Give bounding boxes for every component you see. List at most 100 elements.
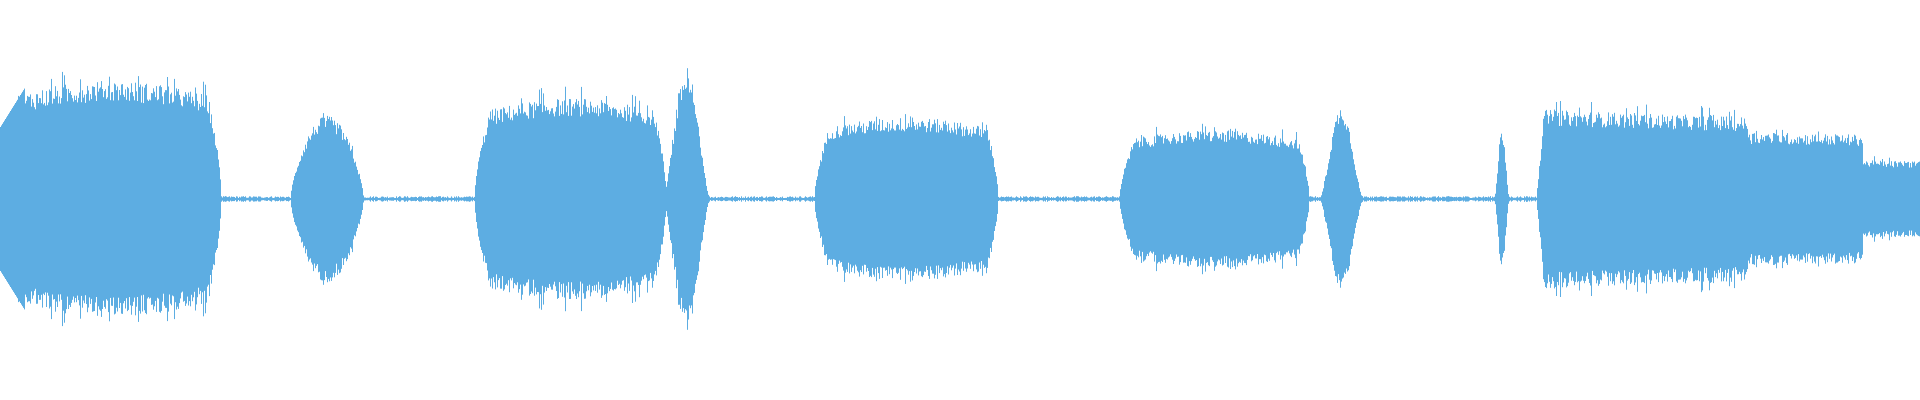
waveform-sample bbox=[1398, 196, 1399, 202]
waveform-sample bbox=[1701, 106, 1702, 293]
waveform-sample bbox=[1811, 142, 1812, 256]
waveform-sample bbox=[1431, 197, 1432, 201]
waveform-sample bbox=[709, 196, 710, 202]
waveform-sample bbox=[833, 138, 834, 260]
waveform-sample bbox=[1853, 140, 1854, 258]
waveform-sample bbox=[1662, 114, 1663, 284]
waveform-sample bbox=[1067, 197, 1068, 201]
waveform-sample bbox=[851, 126, 852, 272]
waveform-sample bbox=[1211, 141, 1212, 257]
waveform-sample bbox=[1186, 140, 1187, 258]
waveform-sample bbox=[777, 197, 778, 201]
waveform-sample bbox=[1095, 197, 1096, 200]
waveform-sample bbox=[1542, 136, 1543, 262]
waveform-sample bbox=[314, 134, 315, 264]
waveform-sample bbox=[458, 196, 459, 202]
waveform-sample bbox=[1705, 124, 1706, 274]
waveform-sample bbox=[1342, 119, 1343, 279]
waveform-sample bbox=[1224, 141, 1225, 257]
waveform-sample bbox=[486, 134, 487, 264]
waveform-sample bbox=[540, 103, 541, 295]
waveform-sample bbox=[1886, 166, 1887, 232]
waveform-sample bbox=[1309, 196, 1310, 202]
waveform-sample bbox=[1287, 145, 1288, 253]
waveform-sample bbox=[146, 83, 147, 315]
waveform-sample bbox=[1192, 139, 1193, 259]
waveform-sample bbox=[1667, 116, 1668, 282]
waveform-sample bbox=[787, 196, 788, 201]
waveform-sample bbox=[12, 107, 13, 291]
waveform-sample bbox=[417, 198, 418, 200]
waveform-sample bbox=[889, 123, 890, 275]
waveform-sample bbox=[247, 197, 248, 201]
waveform-sample bbox=[829, 139, 830, 259]
waveform-sample bbox=[695, 114, 696, 284]
waveform-sample bbox=[1229, 139, 1230, 259]
waveform-sample bbox=[1454, 197, 1455, 202]
waveform-sample bbox=[419, 196, 420, 202]
waveform-sample bbox=[404, 196, 405, 202]
waveform-sample bbox=[1339, 118, 1340, 281]
waveform-sample bbox=[981, 137, 982, 261]
waveform-sample bbox=[139, 87, 140, 311]
waveform-sample bbox=[941, 127, 942, 271]
waveform-sample bbox=[1897, 166, 1898, 232]
waveform-sample bbox=[1444, 196, 1445, 202]
waveform-sample bbox=[1746, 126, 1747, 272]
waveform-sample bbox=[1571, 117, 1572, 281]
waveform-sample bbox=[779, 197, 780, 201]
waveform-sample bbox=[803, 198, 804, 200]
waveform-sample bbox=[594, 112, 595, 286]
waveform-sample bbox=[1118, 197, 1119, 201]
waveform-sample bbox=[842, 131, 843, 267]
waveform-sample bbox=[1049, 197, 1050, 201]
waveform-sample bbox=[711, 197, 712, 201]
waveform-sample bbox=[1680, 118, 1681, 280]
waveform-sample bbox=[1724, 120, 1725, 278]
waveform-sample bbox=[232, 196, 233, 202]
waveform-sample bbox=[141, 102, 142, 296]
waveform-sample bbox=[108, 85, 109, 313]
waveform-sample bbox=[1877, 163, 1878, 235]
waveform-sample bbox=[143, 103, 144, 295]
waveform-sample bbox=[1663, 122, 1664, 276]
waveform-sample bbox=[461, 197, 462, 201]
waveform-sample bbox=[1272, 141, 1273, 257]
waveform-sample bbox=[1351, 148, 1352, 249]
waveform-sample bbox=[1243, 137, 1244, 261]
waveform-sample bbox=[541, 88, 542, 310]
waveform-sample bbox=[63, 87, 64, 311]
waveform-sample bbox=[406, 197, 407, 201]
waveform-sample bbox=[248, 197, 249, 201]
waveform-sample bbox=[450, 197, 451, 201]
waveform-sample bbox=[358, 174, 359, 224]
waveform-sample bbox=[156, 86, 157, 312]
waveform-sample bbox=[1094, 196, 1095, 202]
waveform-sample bbox=[1327, 169, 1328, 229]
waveform-sample bbox=[1550, 110, 1551, 288]
waveform-sample bbox=[1482, 197, 1483, 201]
waveform-sample bbox=[1594, 122, 1595, 276]
waveform-sample bbox=[1544, 116, 1545, 283]
waveform-sample bbox=[479, 157, 480, 241]
waveform-sample bbox=[1012, 197, 1013, 201]
waveform-sample bbox=[193, 100, 194, 298]
waveform-sample bbox=[1583, 117, 1584, 281]
waveform-sample bbox=[1595, 121, 1596, 277]
waveform-sample bbox=[1433, 196, 1434, 202]
waveform-sample bbox=[327, 115, 328, 283]
waveform-sample bbox=[781, 197, 782, 201]
waveform-sample bbox=[1515, 197, 1516, 201]
waveform-sample bbox=[423, 197, 424, 201]
waveform-sample bbox=[101, 81, 102, 317]
waveform-sample bbox=[286, 196, 287, 202]
waveform-sample bbox=[1179, 133, 1180, 265]
waveform-sample bbox=[474, 196, 475, 202]
waveform-sample bbox=[50, 91, 51, 307]
waveform-sample bbox=[657, 135, 658, 263]
waveform-sample bbox=[1391, 196, 1392, 202]
waveform-sample bbox=[459, 197, 460, 201]
waveform-sample bbox=[1607, 121, 1608, 277]
waveform-sample bbox=[189, 96, 190, 302]
waveform-sample bbox=[985, 131, 986, 267]
